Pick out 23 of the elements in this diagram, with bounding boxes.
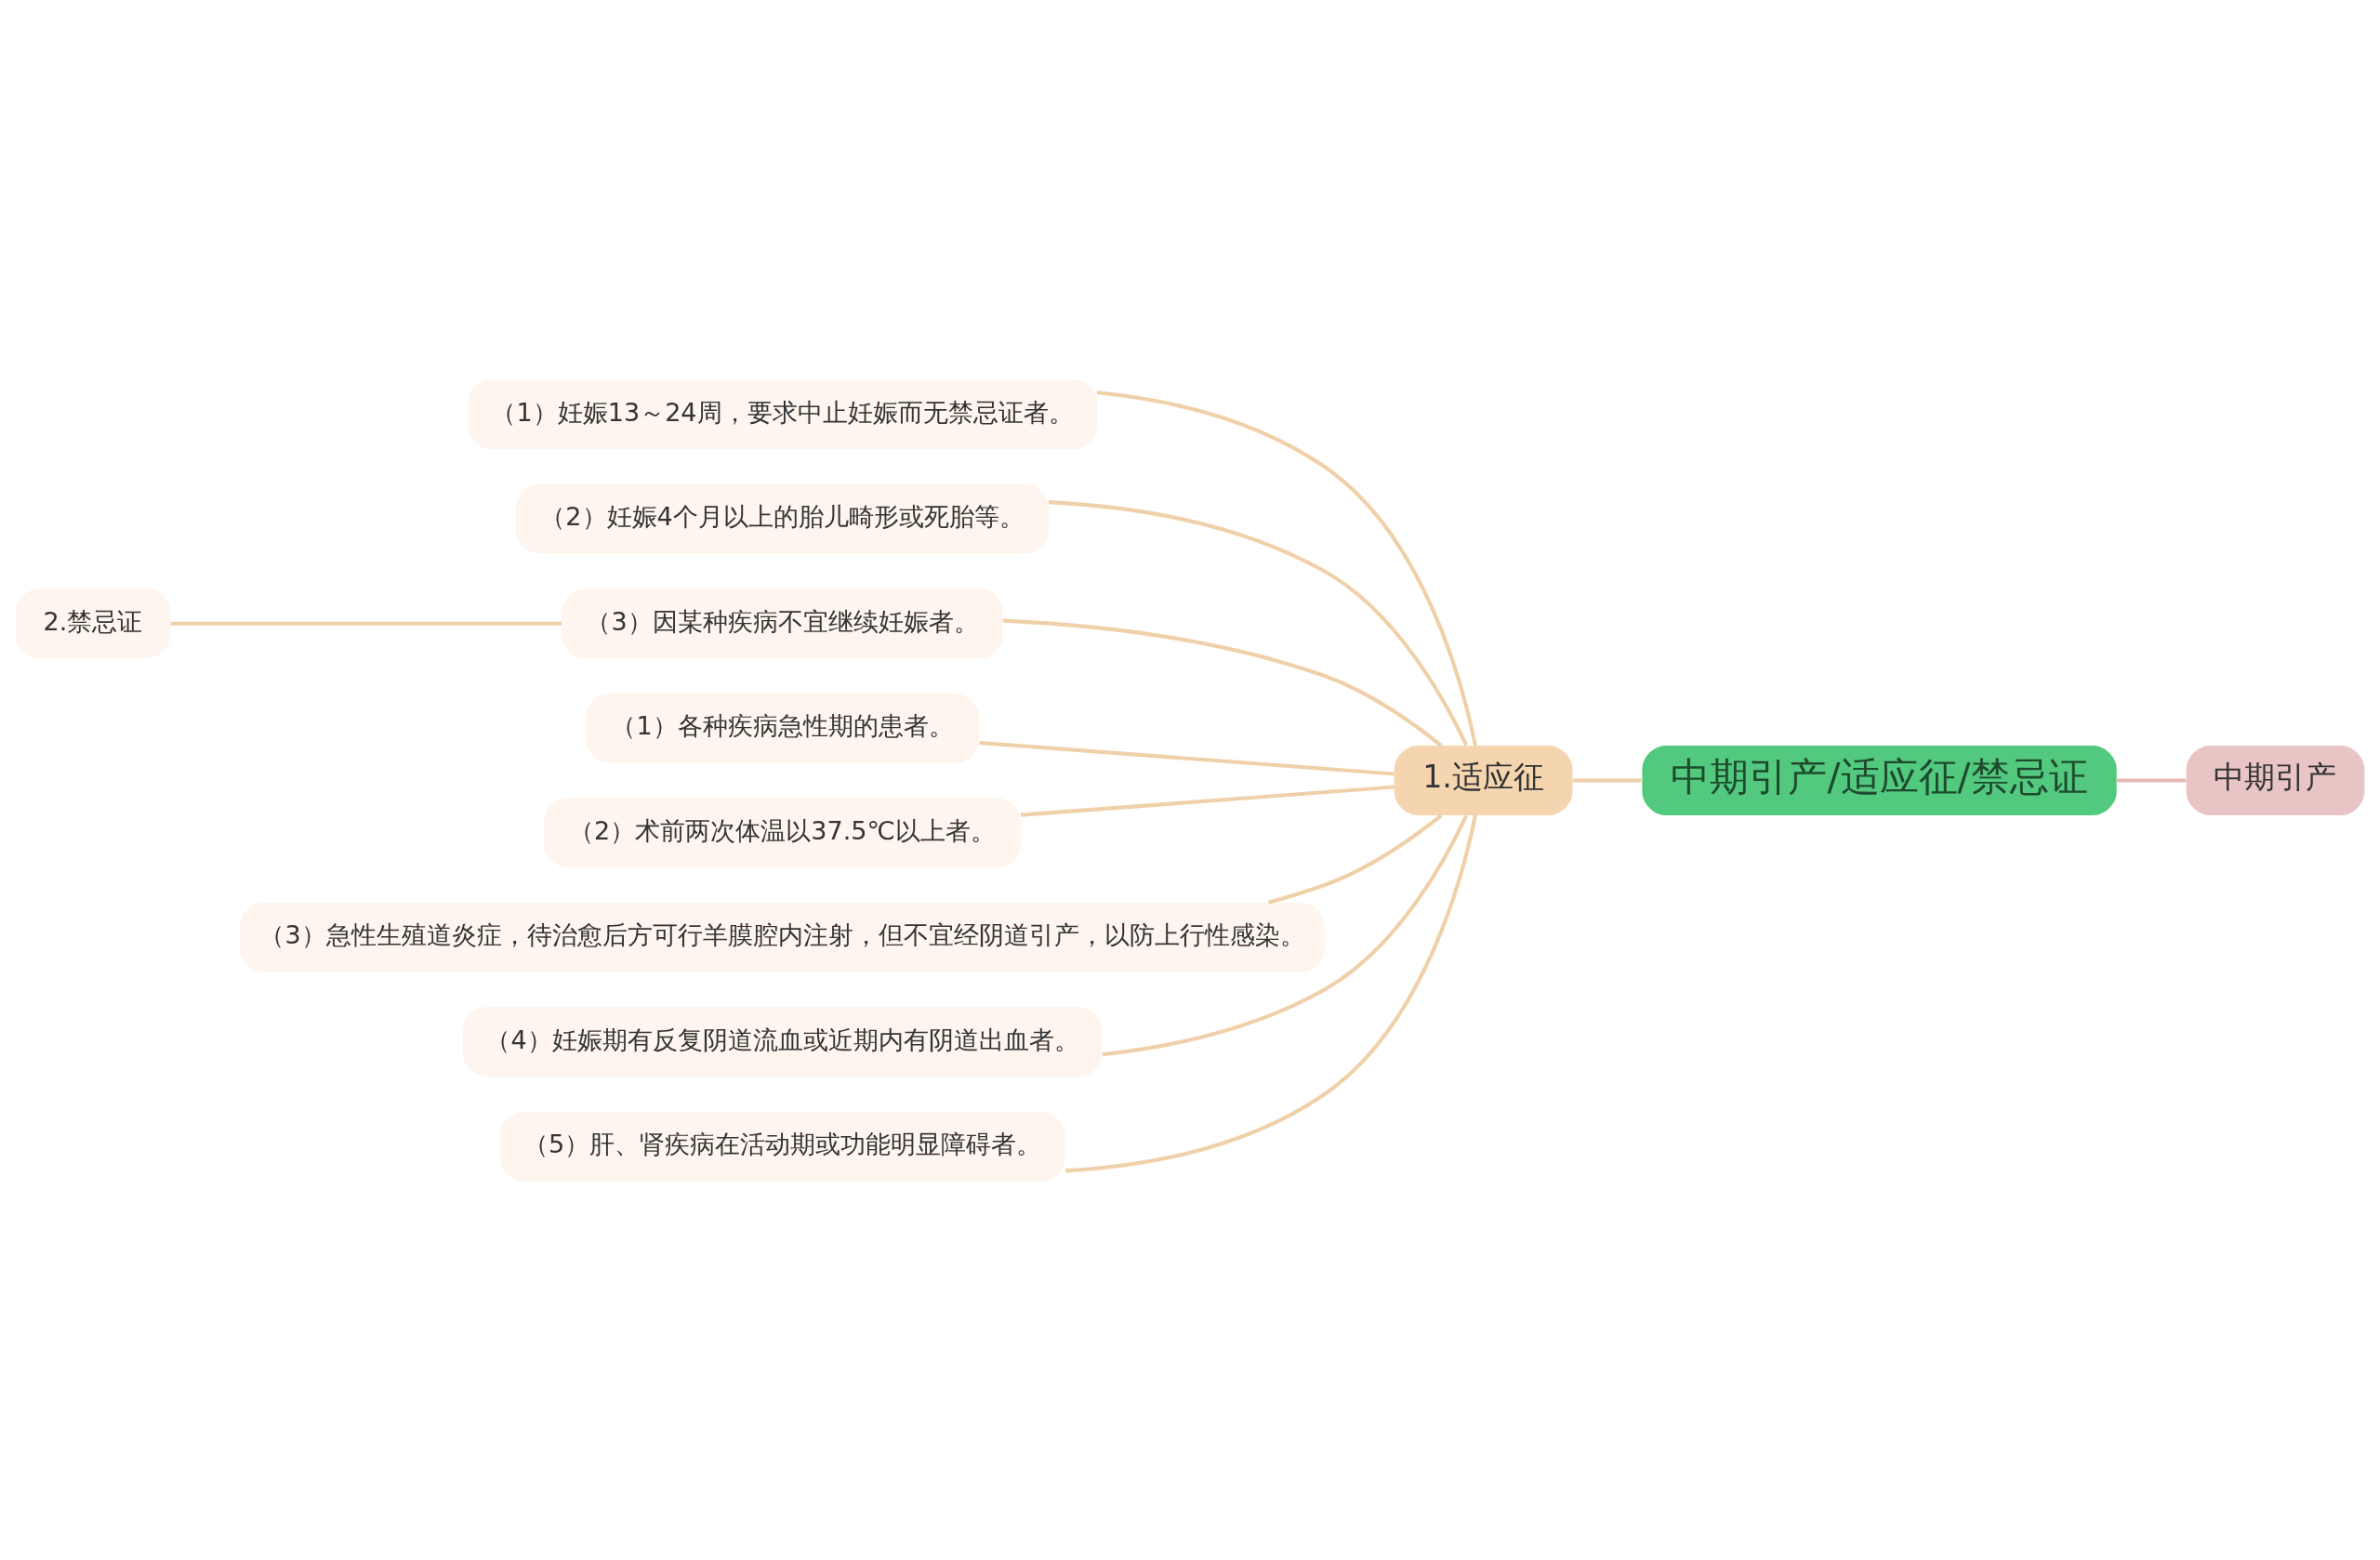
connector [979, 740, 1395, 776]
connector [1064, 814, 1477, 1172]
node-box: （1）妊娠13～24周，要求中止妊娠而无禁忌证者。 [468, 378, 1097, 449]
connector [1102, 814, 1468, 1056]
node-box: （4）妊娠期有反复阴道流血或近期内有阴道出血者。 [462, 1006, 1103, 1077]
node-box: 1.适应征 [1394, 745, 1573, 815]
connector [170, 621, 562, 626]
node-box: 中期引产 [2186, 745, 2365, 815]
node-box: （5）肝、肾疾病在活动期或功能明显障碍者。 [499, 1111, 1065, 1182]
connector [1572, 777, 1642, 783]
node-box: （3）因某种疾病不宜继续妊娠者。 [562, 588, 1003, 658]
node-box: （3）急性生殖道炎症，待治愈后方可行羊膜腔内注射，但不宜经阴道引产，以防上行性感染。 [240, 902, 1325, 972]
connector [1002, 618, 1443, 747]
node-box: （2）妊娠4个月以上的胎儿畸形或死胎等。 [516, 483, 1049, 554]
node-box: 2.禁忌证 [15, 588, 171, 658]
connector [1267, 813, 1443, 905]
connector [1020, 784, 1395, 817]
connector [1096, 390, 1477, 746]
node-box: （1）各种疾病急性期的患者。 [586, 693, 979, 763]
node-box: （2）术前两次体温以37.5℃以上者。 [544, 797, 1021, 867]
connector [1048, 499, 1468, 746]
connector [2116, 777, 2187, 783]
node-box: 中期引产/适应征/禁忌证 [1642, 745, 2117, 815]
